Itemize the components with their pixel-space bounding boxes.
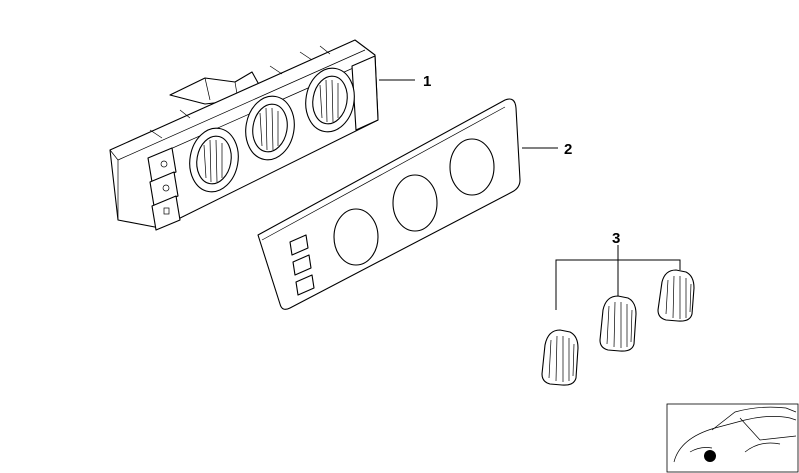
- callout-3: 3: [612, 230, 620, 247]
- location-dot-icon: [704, 450, 716, 462]
- unit-knob-middle: [245, 95, 295, 161]
- knob-middle: [599, 295, 637, 352]
- callout-1: 1: [423, 73, 431, 90]
- unit-knob-left: [189, 127, 239, 193]
- knob-front: [541, 329, 579, 386]
- side-buttons: [147, 147, 181, 231]
- car-location-thumbnail-icon[interactable]: [666, 403, 799, 473]
- part-3-knobs[interactable]: [541, 245, 695, 386]
- callout-2: 2: [564, 141, 572, 158]
- knob-back: [657, 269, 695, 322]
- part-2-trim-panel[interactable]: [257, 98, 558, 310]
- part-1-control-unit[interactable]: [109, 39, 415, 231]
- panel-button-slots: [289, 234, 315, 296]
- unit-knob-right: [305, 67, 355, 133]
